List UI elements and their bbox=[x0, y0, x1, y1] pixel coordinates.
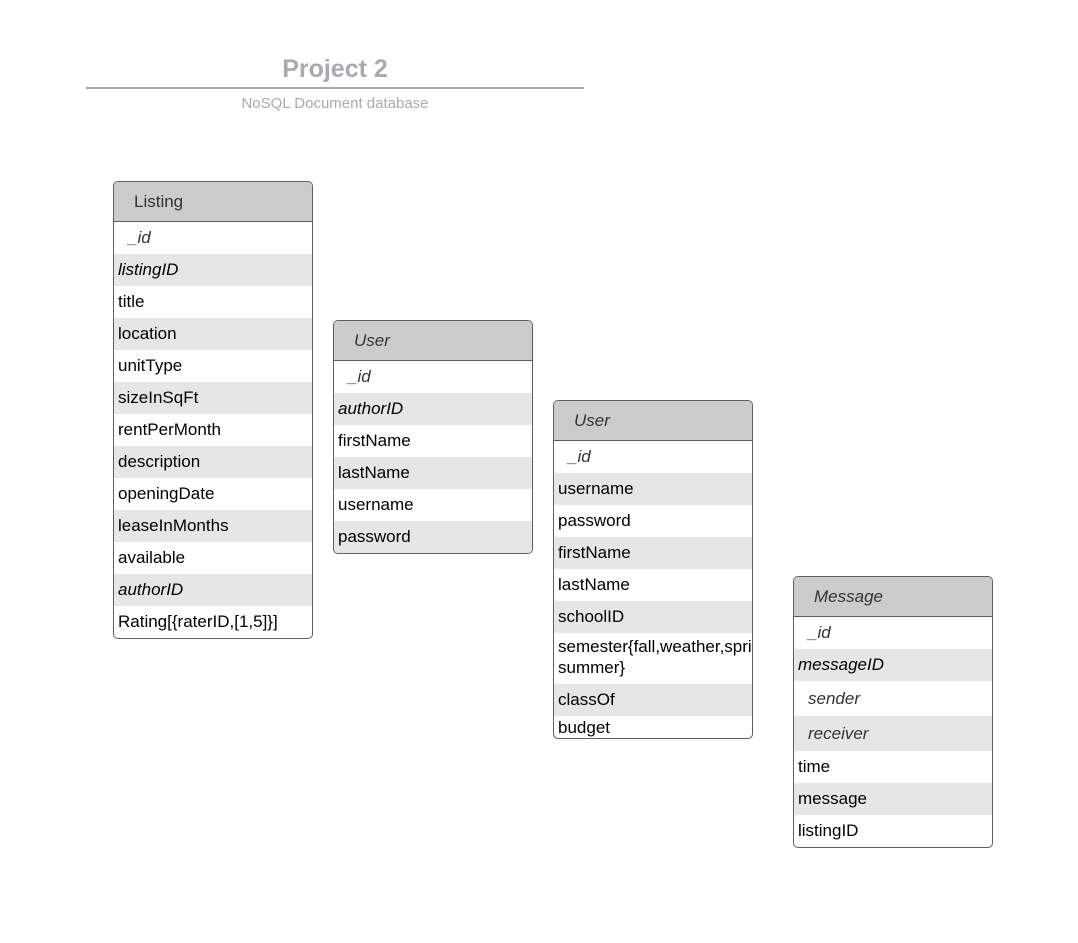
field-row: username bbox=[338, 495, 414, 514]
field-row: receiver bbox=[794, 716, 992, 751]
diagram-title: Project 2 bbox=[282, 55, 388, 83]
field-line: summer} bbox=[558, 658, 626, 677]
field-row: Rating[{raterID,[1,5]}] bbox=[118, 612, 278, 631]
entity-message[interactable]: Message _id messageID sender receiver ti… bbox=[793, 576, 993, 848]
field-row: _id bbox=[808, 623, 831, 642]
field-row: leaseInMonths bbox=[114, 510, 312, 542]
entity-listing[interactable]: Listing _id listingID title location uni… bbox=[113, 181, 313, 639]
field-row: lastName bbox=[334, 457, 532, 489]
diagram-title-block: Project 2 NoSQL Document database bbox=[86, 52, 584, 113]
field-row: password bbox=[334, 521, 532, 553]
field-row: _id bbox=[348, 367, 371, 386]
field-row: _id bbox=[568, 447, 591, 466]
field-row: schoolID bbox=[554, 601, 752, 633]
entity-user-author[interactable]: User _id authorID firstName lastName use… bbox=[333, 320, 533, 554]
field-row: listingID bbox=[798, 821, 859, 840]
field-row: authorID bbox=[114, 574, 312, 606]
field-row: unitType bbox=[118, 356, 183, 375]
field-row: password bbox=[558, 511, 631, 530]
field-row: sizeInSqFt bbox=[114, 382, 312, 414]
field-row: firstName bbox=[554, 537, 752, 569]
field-row: messageID bbox=[794, 649, 992, 681]
title-divider bbox=[86, 87, 584, 89]
field-row: openingDate bbox=[118, 484, 215, 503]
entity-header-user: User bbox=[334, 321, 532, 361]
field-row: listingID bbox=[114, 254, 312, 286]
field-row: _id bbox=[128, 228, 151, 247]
entity-header-message: Message bbox=[794, 577, 992, 617]
field-row: classOf bbox=[554, 684, 752, 716]
field-row: sender bbox=[808, 689, 860, 708]
entity-header-listing: Listing bbox=[114, 182, 312, 222]
field-row: username bbox=[554, 473, 752, 505]
field-row: firstName bbox=[338, 431, 411, 450]
field-row: description bbox=[114, 446, 312, 478]
field-row: available bbox=[118, 548, 186, 567]
entity-header-user: User bbox=[554, 401, 752, 441]
field-row: location bbox=[114, 318, 312, 350]
field-row: rentPerMonth bbox=[118, 420, 221, 439]
field-row: title bbox=[118, 292, 145, 311]
field-row-semester: semester{fall,weather,spring, summer} bbox=[554, 633, 752, 684]
field-row: lastName bbox=[558, 575, 630, 594]
entity-user-student[interactable]: User _id username password firstName las… bbox=[553, 400, 753, 739]
field-row: time bbox=[798, 757, 831, 776]
field-line: semester{fall,weather,spring, bbox=[558, 637, 752, 656]
field-row: message bbox=[794, 783, 992, 815]
diagram-subtitle: NoSQL Document database bbox=[241, 95, 429, 112]
field-row: budget bbox=[558, 718, 610, 737]
field-row: authorID bbox=[334, 393, 532, 425]
